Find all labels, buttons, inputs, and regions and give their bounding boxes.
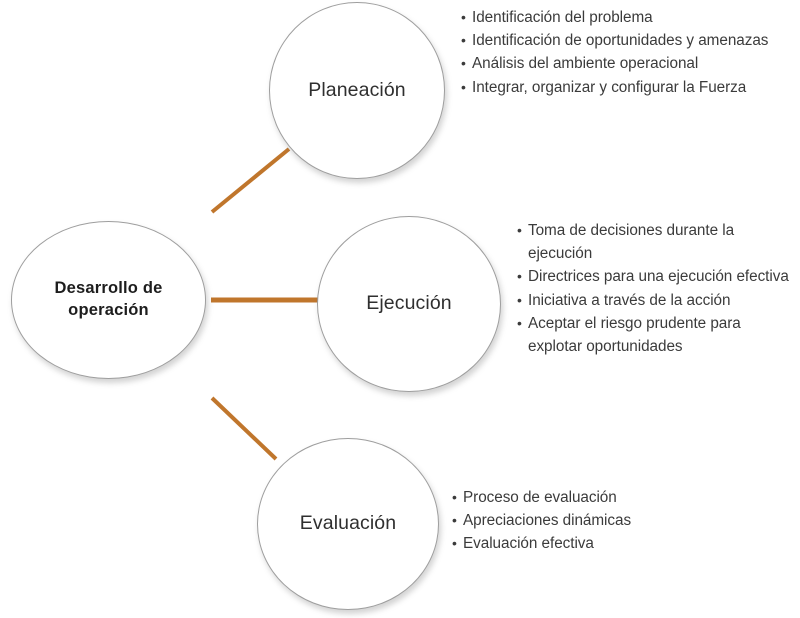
node-planeacion-label: Planeación xyxy=(308,78,406,101)
connector-central-to-evaluacion xyxy=(210,396,278,461)
connector-central-to-planeacion xyxy=(210,147,291,214)
list-item: Análisis del ambiente operacional xyxy=(461,52,793,75)
list-item: Identificación de oportunidades y amenaz… xyxy=(461,29,793,52)
bullet-list-planeacion: Identificación del problema Identificaci… xyxy=(461,6,793,99)
list-item: Directrices para una ejecución efectiva xyxy=(517,265,797,288)
node-central-desarrollo-de-operacion[interactable]: Desarrollo de operación xyxy=(11,221,206,379)
list-item: Proceso de evaluación xyxy=(452,486,782,509)
node-evaluacion[interactable]: Evaluación xyxy=(257,438,439,610)
node-ejecucion-label: Ejecución xyxy=(366,292,452,315)
bullet-list-evaluacion: Proceso de evaluación Apreciaciones diná… xyxy=(452,486,782,556)
list-item: Iniciativa a través de la acción xyxy=(517,289,797,312)
list-item: Integrar, organizar y configurar la Fuer… xyxy=(461,76,793,99)
node-planeacion[interactable]: Planeación xyxy=(269,2,445,179)
list-item: Apreciaciones dinámicas xyxy=(452,509,782,532)
list-item: Identificación del problema xyxy=(461,6,793,29)
node-central-label: Desarrollo de operación xyxy=(54,279,163,319)
list-item: Aceptar el riesgo prudente para explotar… xyxy=(517,312,797,358)
node-evaluacion-label: Evaluación xyxy=(299,512,397,535)
bullet-list-ejecucion: Toma de decisiones durante la ejecución … xyxy=(517,219,797,358)
list-item: Toma de decisiones durante la ejecución xyxy=(517,219,797,265)
node-ejecucion[interactable]: Ejecución xyxy=(317,216,501,392)
list-item: Evaluación efectiva xyxy=(452,532,782,555)
